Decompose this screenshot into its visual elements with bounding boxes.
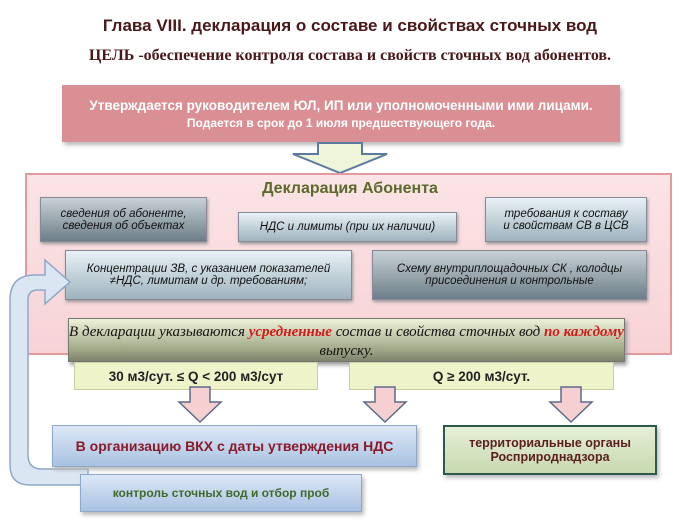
item-line: Концентрации ЗВ, с указанием показателей	[86, 263, 331, 275]
approval-box: Утверждается руководителем ЮЛ, ИП или уп…	[62, 85, 620, 142]
threshold-high: Q ≥ 200 м3/сут.	[349, 362, 614, 390]
goal-subtitle: ЦЕЛЬ -обеспечение контроля состава и сво…	[88, 47, 612, 64]
note-highlight: усредненные	[248, 324, 332, 340]
threshold-low: 30 м3/сут. ≤ Q < 200 м3/сут	[74, 362, 318, 390]
item-line: присоединения и контрольные	[425, 275, 594, 287]
approval-line1: Утверждается руководителем ЮЛ, ИП или уп…	[89, 97, 593, 113]
rpn-line: территориальные органы	[469, 436, 631, 450]
item-line: ≠НДС, лимитам и др. требованиям;	[109, 275, 308, 287]
item-line: Схему внутриплощадочных СК , колодцы	[396, 263, 623, 275]
declaration-item-sewer-scheme: Схему внутриплощадочных СК , колодцы при…	[372, 250, 647, 300]
item-line: требования к составу	[504, 207, 628, 220]
rpn-line: Росприроднадзора	[490, 450, 610, 464]
note-text: В декларации указываются	[69, 324, 249, 340]
down-arrow-icon	[362, 386, 408, 424]
down-arrow-icon	[548, 386, 594, 424]
note-text: выпуску.	[319, 343, 374, 359]
down-arrow-icon	[292, 142, 388, 174]
rosprirodnadzor-box: территориальные органы Росприроднадзора	[443, 425, 657, 475]
approval-line2: Подается в срок до 1 июля предшествующег…	[186, 115, 496, 130]
feedback-curved-arrow-icon	[9, 258, 89, 486]
note-text: состав и свойства сточных вод	[331, 324, 545, 340]
item-line: НДС и лимиты (при их наличии)	[259, 221, 436, 233]
vkh-destination-box: В организацию ВКХ с даты утверждения НДС	[52, 425, 417, 467]
down-arrows	[177, 386, 594, 424]
item-line: сведения об объектах	[62, 219, 185, 232]
declaration-item-requirements: требования к составу и свойствам СВ в ЦС…	[485, 197, 647, 242]
declaration-item-concentrations: Концентрации ЗВ, с указанием показателей…	[65, 250, 352, 300]
item-line: сведения об абоненте,	[60, 207, 187, 220]
declaration-item-nds-limits: НДС и лимиты (при их наличии)	[238, 212, 457, 242]
declaration-item-subscriber-info: сведения об абоненте, сведения об объект…	[40, 197, 207, 242]
declaration-title: Декларация Абонента	[262, 180, 438, 197]
averaged-note-banner: В декларации указываются усредненные сос…	[68, 318, 625, 362]
control-sampling-box: контроль сточных вод и отбор проб	[80, 474, 362, 512]
note-highlight: по каждому	[544, 324, 624, 340]
item-line: и свойствам СВ в ЦСВ	[503, 219, 629, 232]
chapter-title: Глава VIII. декларация о составе и свойс…	[102, 16, 598, 35]
down-arrow-icon	[177, 386, 223, 424]
